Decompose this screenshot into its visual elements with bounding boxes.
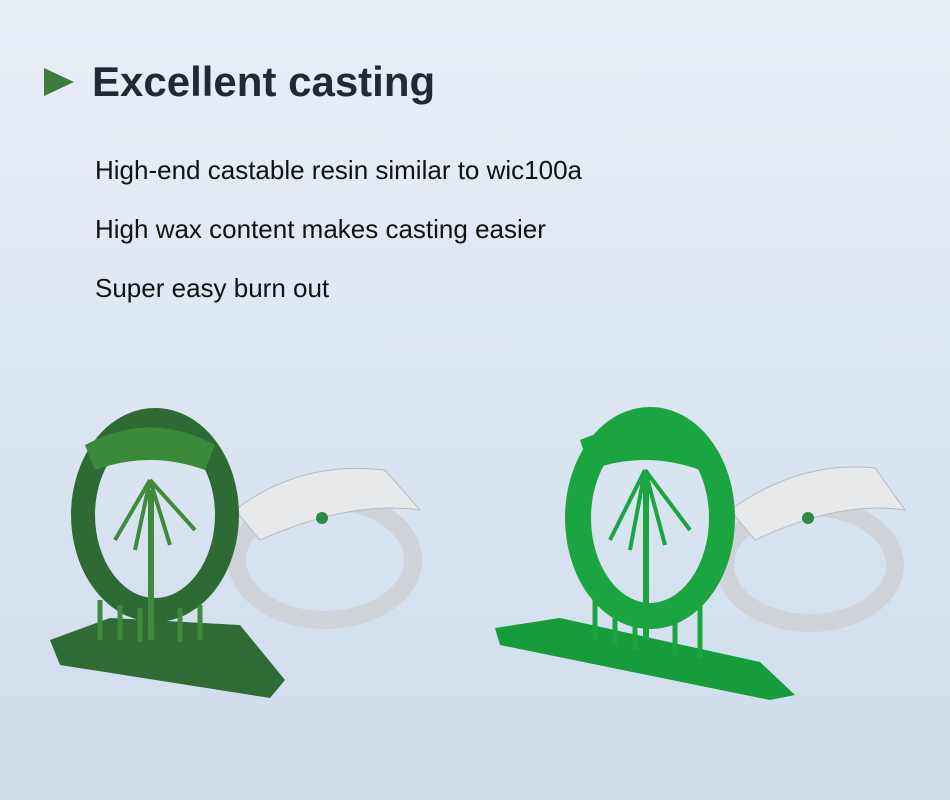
heading: Excellent casting <box>92 58 436 105</box>
feature-1: High-end castable resin similar to wic10… <box>95 155 583 185</box>
dark-green-resin-model <box>50 408 285 698</box>
section-title: Excellent casting <box>44 58 435 106</box>
product-photo <box>50 407 907 700</box>
silver-ring-right <box>716 466 907 632</box>
bright-green-resin-model <box>495 407 795 700</box>
silver-ring-left <box>228 467 422 629</box>
feature-2: High wax content makes casting easier <box>95 214 546 244</box>
play-arrow-icon <box>44 68 74 96</box>
feature-3: Super easy burn out <box>95 273 330 303</box>
